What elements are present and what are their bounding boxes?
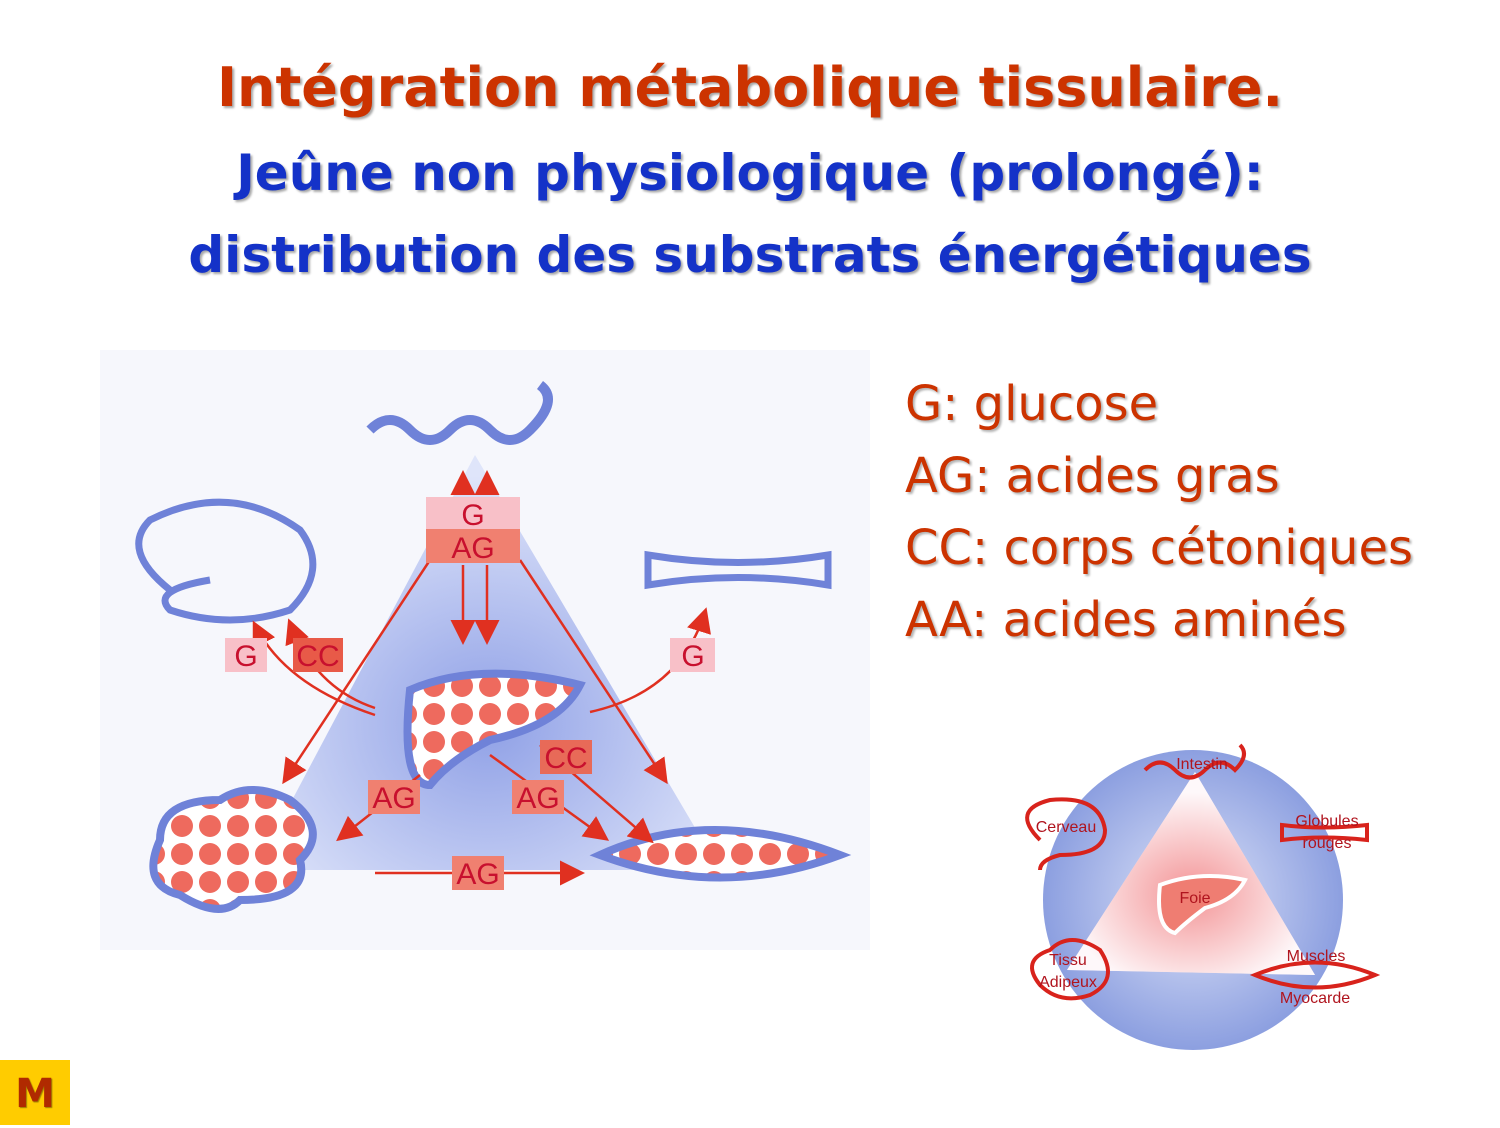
legend-item-glucose: G: glucose — [905, 376, 1159, 432]
legend-item-acides-gras: AG: acides gras — [905, 448, 1280, 504]
legend-item-corps-cetoniques: CC: corps cétoniques — [905, 520, 1413, 576]
brain-icon — [135, 498, 317, 624]
slide-subtitle-line2: distribution des substrats énergétiques — [188, 226, 1312, 284]
label-foie: Foie — [1179, 890, 1210, 907]
muscle-icon — [589, 826, 852, 882]
label-liver-ag-right: AG — [516, 782, 559, 815]
main-diagram: G AG G CC G CC AG AG AG — [100, 350, 870, 950]
intestine-icon-small — [1143, 743, 1246, 780]
brain-icon-small — [1025, 797, 1108, 871]
label-muscles: Muscles — [1287, 948, 1346, 965]
slide-title: Intégration métabolique tissulaire. — [216, 56, 1284, 119]
label-cerveau: Cerveau — [1036, 819, 1096, 836]
legend-item-acides-amines: AA: acides aminés — [905, 592, 1347, 648]
label-bottom-ag: AG — [456, 858, 499, 891]
label-top-g: G — [461, 499, 484, 532]
label-rouges: rouges — [1303, 835, 1352, 852]
m-badge: M — [0, 1060, 70, 1125]
arrows — [252, 470, 711, 886]
red-blood-cell-icon-small — [1280, 822, 1369, 843]
label-adipeux: Adipeux — [1039, 974, 1097, 991]
label-top-ag: AG — [451, 532, 494, 565]
label-liver-cc: CC — [544, 742, 587, 775]
label-tissu: Tissu — [1049, 952, 1087, 969]
label-myocarde: Myocarde — [1280, 990, 1350, 1007]
adipose-icon-small — [1030, 938, 1110, 1001]
triangle-shape — [255, 455, 720, 870]
label-intestin: Intestin — [1176, 756, 1228, 773]
label-liver-ag-left: AG — [372, 782, 415, 815]
label-rbc-g: G — [681, 640, 704, 673]
label-brain-cc: CC — [296, 640, 339, 673]
intestine-icon — [366, 381, 553, 445]
label-globules: Globules — [1295, 813, 1358, 830]
liver-icon-small — [1157, 874, 1248, 936]
red-blood-cell-icon — [644, 550, 832, 590]
label-brain-g: G — [234, 640, 257, 673]
muscle-icon-small — [1249, 960, 1381, 990]
adipose-tissue-icon — [149, 786, 317, 913]
slide-subtitle-line1: Jeûne non physiologique (prolongé): — [236, 144, 1264, 202]
overview-diagram: Intestin Cerveau Globules rouges Foie Ti… — [1025, 743, 1381, 1050]
substrate-labels: G AG G CC G CC AG AG AG — [225, 497, 715, 891]
